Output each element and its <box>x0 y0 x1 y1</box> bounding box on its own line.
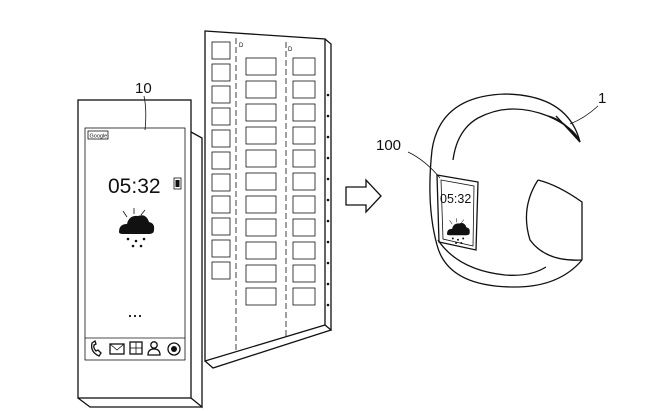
phone-brand: Google <box>90 133 108 139</box>
grid-icon <box>129 341 143 355</box>
wristband-device: 05:32 1 100 <box>376 90 606 288</box>
panel-contacts <box>326 93 330 307</box>
browser-icon <box>167 342 181 356</box>
panel-cells-right <box>292 57 316 306</box>
display-reference-number: 100 <box>376 137 401 154</box>
panel-cells-left <box>211 41 231 280</box>
user-icon <box>147 341 161 356</box>
phone-reference-number: 10 <box>135 80 152 97</box>
band-cloud-rain-icon <box>446 218 470 244</box>
band-reference-number: 1 <box>598 90 606 107</box>
display-panel: D D <box>204 30 332 369</box>
transform-arrow-icon <box>345 178 382 214</box>
cloud-rain-icon <box>119 208 155 248</box>
phone-clock: 05:32 <box>108 175 161 198</box>
panel-mark-right: D <box>288 47 293 53</box>
band-clock: 05:32 <box>440 192 471 206</box>
phone-device: Google 05:32 <box>77 80 203 409</box>
panel-cells-middle <box>245 57 277 306</box>
phone-icon <box>91 339 102 357</box>
panel-mark-left: D <box>239 43 244 49</box>
mail-icon <box>109 343 125 355</box>
